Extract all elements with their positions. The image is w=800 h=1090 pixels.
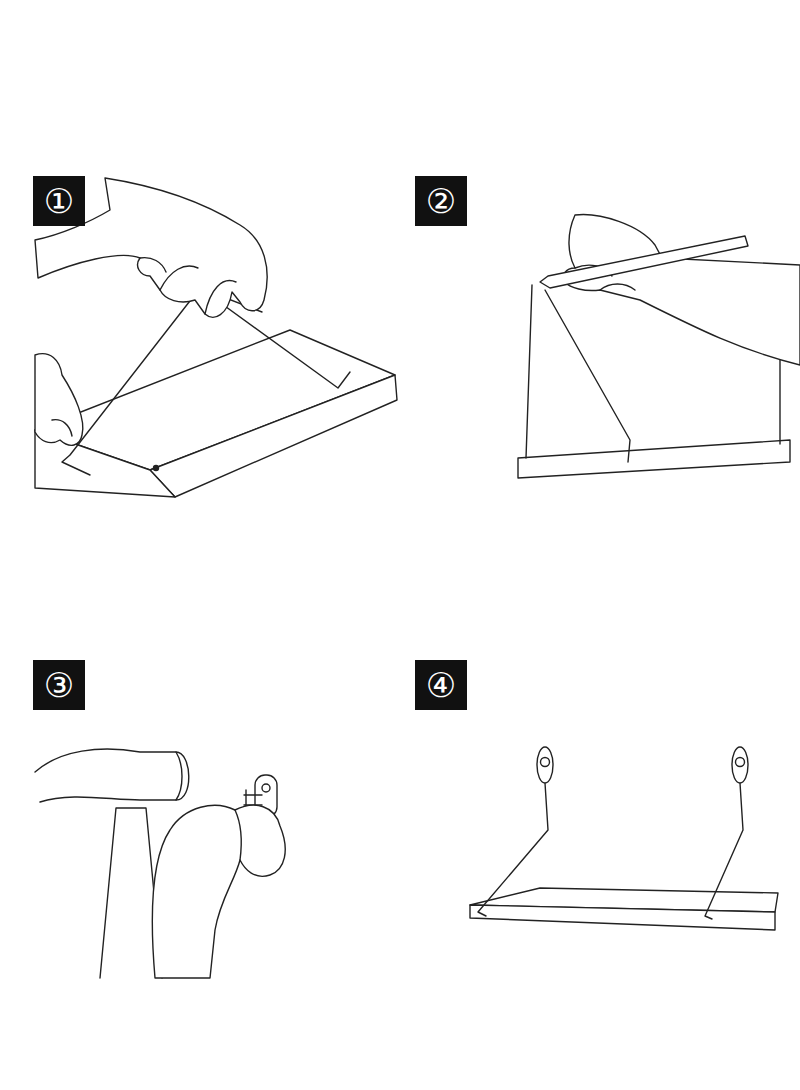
hook-hole (262, 784, 270, 792)
hammer-head (35, 749, 189, 802)
shelf-front (470, 905, 775, 930)
board-with-wire (35, 288, 397, 497)
hammer-face (176, 752, 182, 800)
board-edge (518, 440, 790, 478)
step-badge: ③ (33, 660, 85, 710)
board-front (150, 375, 397, 497)
hanger-hole (541, 758, 550, 767)
wire-rod (478, 783, 548, 916)
wire-rod (705, 783, 743, 919)
hand (563, 215, 800, 365)
lower-hand (35, 354, 83, 446)
wire-rod (526, 285, 630, 462)
hand (152, 805, 285, 978)
marking-scene (518, 215, 800, 478)
finger-lines (235, 810, 241, 860)
board-hole (154, 466, 159, 471)
hanger-plate (537, 747, 553, 783)
step-number: ② (426, 184, 456, 218)
shelf (470, 747, 778, 930)
step-badge: ② (415, 176, 467, 226)
step-number: ④ (426, 668, 456, 702)
wire-rod (62, 288, 350, 475)
hanger-plate (732, 747, 748, 783)
upper-hand (35, 178, 267, 317)
hammer-scene (35, 749, 285, 978)
wire-rod (779, 352, 780, 444)
step-badge: ① (33, 176, 85, 226)
step-number: ③ (44, 668, 74, 702)
pencil (540, 236, 748, 288)
finger-lines (52, 420, 72, 436)
step-number: ① (44, 184, 74, 218)
finger-lines (140, 258, 236, 314)
hanger-hole (736, 758, 745, 767)
step-badge: ④ (415, 660, 467, 710)
